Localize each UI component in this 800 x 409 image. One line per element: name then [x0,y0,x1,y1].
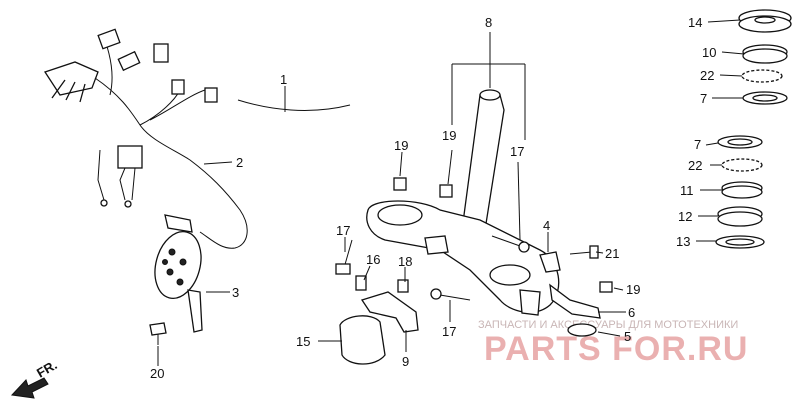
wire-harness [43,28,248,249]
callout-22-upper: 22 [700,68,714,83]
bolt-21 [569,245,599,259]
callout-19-right: 19 [626,282,640,297]
nut-19-left [393,177,407,191]
watermark-brand: PARTS FOR.RU [484,330,748,368]
nut-19-center [439,184,453,198]
callout-4: 4 [543,218,550,233]
watermark: ЗАПЧАСТИ И АКСЕССУАРЫ ДЛЯ МОТОТЕХНИКИ PA… [478,319,748,368]
seal-5 [567,323,597,337]
bolt-18 [397,279,409,293]
front-direction-arrow: FR. [10,357,60,399]
bolt-17-lower [430,288,471,301]
callout-labels: 14 10 22 7 7 22 11 12 13 8 19 17 19 1 2 … [150,15,716,381]
nut-19-right [599,281,613,293]
steering-stem [366,89,601,319]
bearing-lower-stack [715,135,765,249]
callout-7-upper: 7 [700,91,707,106]
callout-3: 3 [232,285,239,300]
leader-lines [157,19,745,366]
callout-19-center: 19 [442,128,456,143]
bearing-upper-stack [738,9,792,105]
callout-21: 21 [605,246,619,261]
callout-20: 20 [150,366,164,381]
callout-15: 15 [296,334,310,349]
callout-13: 13 [676,234,690,249]
callout-17-left: 17 [336,223,350,238]
horn [154,214,203,333]
callout-17-lower: 17 [442,324,456,339]
bracket-9 [360,291,419,333]
front-direction-label: FR. [34,357,60,380]
callout-16: 16 [366,252,380,267]
cover-15 [339,315,386,365]
callout-1: 1 [280,72,287,87]
callout-14: 14 [688,15,702,30]
callout-10: 10 [702,45,716,60]
callout-7-lower: 7 [694,137,701,152]
watermark-tagline: ЗАПЧАСТИ И АКСЕССУАРЫ ДЛЯ МОТОТЕХНИКИ [478,319,738,331]
callout-11: 11 [680,183,694,198]
callout-17-upper: 17 [510,144,524,159]
wire-lead [237,99,351,111]
callout-12: 12 [678,209,692,224]
callout-8: 8 [485,15,492,30]
callout-6: 6 [628,305,635,320]
callout-19-left: 19 [394,138,408,153]
callout-22-lower: 22 [688,158,702,173]
bolt-16 [355,275,367,291]
callout-2: 2 [236,155,243,170]
bolt-20 [149,322,167,345]
bolt-17-left [335,239,353,275]
callout-5: 5 [624,329,631,344]
callout-9: 9 [402,354,409,369]
bracket-4 [539,251,561,273]
bolt-17-upper [491,235,530,253]
callout-18: 18 [398,254,412,269]
